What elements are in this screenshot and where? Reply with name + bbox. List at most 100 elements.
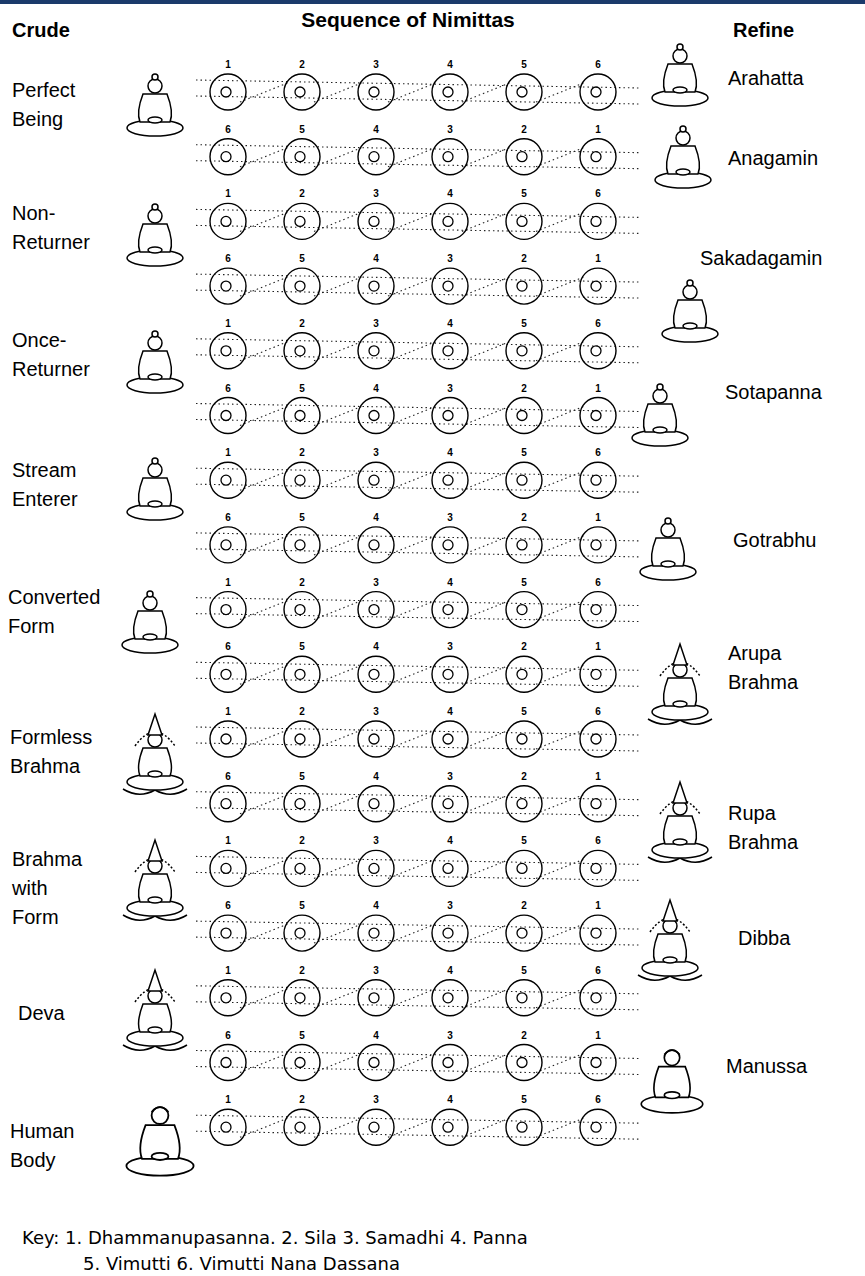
nimitta-circle xyxy=(580,786,616,822)
nimitta-circle xyxy=(432,333,468,369)
step-number: 6 xyxy=(225,642,231,652)
nimitta-circle xyxy=(506,268,542,304)
nimitta-circle xyxy=(580,203,616,239)
step-number: 6 xyxy=(595,966,601,976)
nimitta-circle xyxy=(358,656,394,692)
stage-label: Sotapanna xyxy=(725,378,855,407)
nimitta-circle xyxy=(210,1109,246,1145)
nimitta-center xyxy=(517,475,527,485)
nimitta-circle xyxy=(284,527,320,563)
step-number: 1 xyxy=(595,772,601,782)
step-number: 2 xyxy=(521,642,527,652)
step-number: 1 xyxy=(595,642,601,652)
dotted-line xyxy=(196,727,640,751)
nimitta-center xyxy=(221,605,231,615)
nimitta-circle xyxy=(284,980,320,1016)
dotted-line xyxy=(196,1051,640,1075)
nimitta-circle xyxy=(432,74,468,110)
stage-label: Arupa Brahma xyxy=(728,639,808,697)
nimitta-center xyxy=(295,1122,305,1132)
nimitta-center xyxy=(295,281,305,291)
meditating-figure xyxy=(122,591,178,653)
nimitta-center xyxy=(443,734,453,744)
dotted-line xyxy=(196,856,640,880)
step-number: 3 xyxy=(447,772,453,782)
nimitta-center xyxy=(369,863,379,873)
nimitta-center xyxy=(591,346,601,356)
nimitta-circle xyxy=(580,333,616,369)
step-number: 6 xyxy=(225,1031,231,1041)
key-text: Key: 1. Dhammanupasanna. 2. Sila 3. Sama… xyxy=(22,1227,528,1248)
step-number: 3 xyxy=(373,578,379,588)
nimitta-center xyxy=(221,734,231,744)
nimitta-circle xyxy=(432,203,468,239)
step-number: 4 xyxy=(447,1095,453,1105)
step-number: 4 xyxy=(447,448,453,458)
nimitta-center xyxy=(369,605,379,615)
nimitta-center xyxy=(443,1122,453,1132)
stage-label: Perfect Being xyxy=(12,76,112,134)
nimitta-circle xyxy=(506,1109,542,1145)
nimitta-circle xyxy=(506,786,542,822)
nimitta-circle xyxy=(580,980,616,1016)
nimitta-center xyxy=(295,411,305,421)
step-number: 1 xyxy=(225,966,231,976)
step-number: 5 xyxy=(521,578,527,588)
step-number: 2 xyxy=(521,513,527,523)
nimitta-center xyxy=(295,863,305,873)
nimitta-center xyxy=(221,1122,231,1132)
step-number: 2 xyxy=(521,254,527,264)
nimitta-circle xyxy=(210,850,246,886)
nimitta-circle xyxy=(358,850,394,886)
step-number: 6 xyxy=(225,901,231,911)
nimitta-center xyxy=(591,993,601,1003)
stage-label: Sakadagamin xyxy=(700,244,850,273)
nimitta-center xyxy=(221,281,231,291)
dotted-line xyxy=(196,274,640,298)
nimitta-center xyxy=(369,1122,379,1132)
nimitta-circle xyxy=(210,139,246,175)
nimitta-circle xyxy=(284,850,320,886)
nimitta-center xyxy=(369,1058,379,1068)
nimitta-circle xyxy=(358,203,394,239)
nimitta-center xyxy=(517,87,527,97)
dotted-line xyxy=(196,921,640,945)
stage-label: Once-Returner xyxy=(12,326,112,384)
nimitta-circle xyxy=(210,268,246,304)
stage-label: Gotrabhu xyxy=(733,526,858,555)
nimitta-center xyxy=(369,152,379,162)
step-number: 5 xyxy=(299,642,305,652)
step-number: 6 xyxy=(595,836,601,846)
step-number: 6 xyxy=(225,254,231,264)
title: Sequence of Nimittas xyxy=(301,8,515,32)
nimitta-center xyxy=(221,346,231,356)
nimitta-center xyxy=(517,863,527,873)
step-number: 6 xyxy=(595,60,601,70)
nimitta-circle xyxy=(358,592,394,628)
step-number: 2 xyxy=(521,901,527,911)
step-number: 2 xyxy=(299,60,305,70)
nimitta-circle xyxy=(284,139,320,175)
nimitta-circle xyxy=(432,462,468,498)
step-number: 1 xyxy=(595,254,601,264)
nimitta-center xyxy=(443,993,453,1003)
step-number: 1 xyxy=(225,448,231,458)
nimitta-center xyxy=(443,605,453,615)
nimitta-circle xyxy=(284,915,320,951)
nimitta-center xyxy=(443,87,453,97)
nimitta-circle xyxy=(358,268,394,304)
dotted-line xyxy=(196,468,640,492)
nimitta-circle xyxy=(580,721,616,757)
nimitta-center xyxy=(295,605,305,615)
nimitta-center xyxy=(591,411,601,421)
nimitta-circle xyxy=(506,850,542,886)
nimitta-circle xyxy=(432,139,468,175)
stage-label: Deva xyxy=(18,999,118,1028)
nimitta-center xyxy=(295,87,305,97)
step-number: 6 xyxy=(225,772,231,782)
nimitta-center xyxy=(443,928,453,938)
step-number: 3 xyxy=(373,836,379,846)
nimitta-center xyxy=(517,411,527,421)
nimitta-center xyxy=(517,281,527,291)
nimitta-center xyxy=(591,1122,601,1132)
